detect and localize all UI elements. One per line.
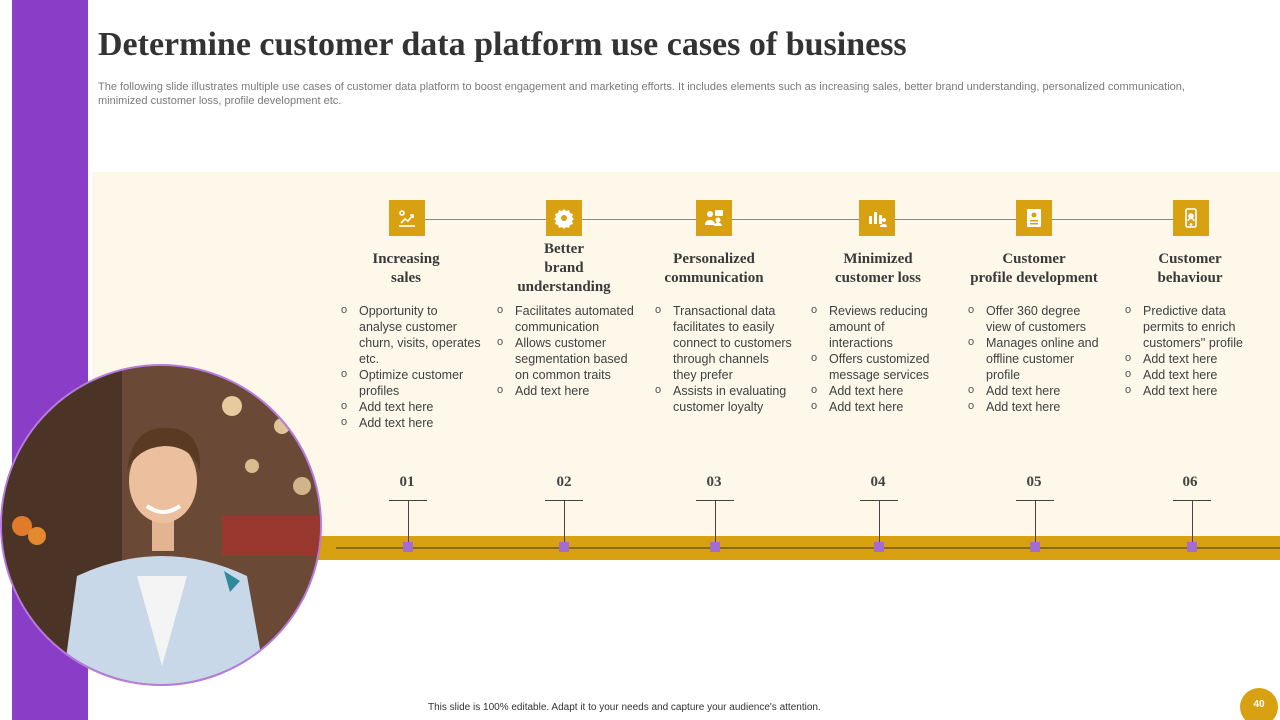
bullet-list-3: Transactional data facilitates to easily… bbox=[655, 302, 795, 415]
icon-connector-line bbox=[407, 219, 1191, 220]
step-stem bbox=[1192, 500, 1193, 542]
timeline-marker bbox=[710, 542, 720, 552]
bullet-list-2: Facilitates automated communication Allo… bbox=[497, 302, 637, 399]
list-item: Add text here bbox=[341, 398, 481, 415]
communication-people-icon bbox=[696, 200, 732, 236]
list-item: Predictive data permits to enrich custom… bbox=[1125, 302, 1260, 351]
step-number-4: 04 bbox=[870, 474, 886, 490]
list-item: Add text here bbox=[497, 382, 637, 399]
list-item: Facilitates automated communication bbox=[497, 302, 637, 335]
list-item: Transactional data facilitates to easily… bbox=[655, 302, 795, 383]
step-number-1: 01 bbox=[399, 474, 415, 490]
step-number-6: 06 bbox=[1182, 474, 1198, 490]
list-item: Manages online and offline customer prof… bbox=[968, 334, 1108, 383]
list-item: Add text here bbox=[811, 398, 951, 415]
analytics-people-icon bbox=[859, 200, 895, 236]
list-item: Add text here bbox=[1125, 366, 1260, 383]
step-stem bbox=[564, 500, 565, 542]
page-number-badge: 40 bbox=[1240, 688, 1278, 720]
list-item: Add text here bbox=[968, 398, 1108, 415]
timeline-marker bbox=[874, 542, 884, 552]
list-item: Offer 360 degree view of customers bbox=[968, 302, 1108, 335]
bullet-list-1: Opportunity to analyse customer churn, v… bbox=[341, 302, 481, 431]
timeline-line bbox=[336, 547, 1280, 549]
step-number-5: 05 bbox=[1026, 474, 1042, 490]
list-item: Add text here bbox=[1125, 382, 1260, 399]
footer-note: This slide is 100% editable. Adapt it to… bbox=[428, 702, 821, 713]
timeline-marker bbox=[1030, 542, 1040, 552]
sales-growth-icon bbox=[389, 200, 425, 236]
slide-title: Determine customer data platform use cas… bbox=[98, 26, 907, 63]
businessman-photo bbox=[0, 364, 322, 686]
bullet-list-6: Predictive data permits to enrich custom… bbox=[1125, 302, 1260, 399]
list-item: Add text here bbox=[341, 414, 481, 431]
step-stem bbox=[879, 500, 880, 542]
timeline-marker bbox=[403, 542, 413, 552]
profile-card-icon bbox=[1016, 200, 1052, 236]
list-item: Allows customer segmentation based on co… bbox=[497, 334, 637, 383]
slide-subtitle: The following slide illustrates multiple… bbox=[98, 81, 1185, 107]
list-item: Add text here bbox=[811, 382, 951, 399]
step-number-2: 02 bbox=[556, 474, 572, 490]
mobile-user-icon bbox=[1173, 200, 1209, 236]
step-stem bbox=[1035, 500, 1036, 542]
list-item: Add text here bbox=[1125, 350, 1260, 367]
list-item: Optimize customer profiles bbox=[341, 366, 481, 399]
step-stem bbox=[408, 500, 409, 542]
list-item: Assists in evaluating customer loyalty bbox=[655, 382, 795, 415]
step-stem bbox=[715, 500, 716, 542]
bullet-list-5: Offer 360 degree view of customers Manag… bbox=[968, 302, 1108, 415]
brand-badge-icon bbox=[546, 200, 582, 236]
list-item: Offers customized message services bbox=[811, 350, 951, 383]
list-item: Add text here bbox=[968, 382, 1108, 399]
timeline-marker bbox=[1187, 542, 1197, 552]
list-item: Opportunity to analyse customer churn, v… bbox=[341, 302, 481, 367]
bullet-list-4: Reviews reducing amount of interactions … bbox=[811, 302, 951, 415]
step-number-3: 03 bbox=[706, 474, 722, 490]
list-item: Reviews reducing amount of interactions bbox=[811, 302, 951, 351]
timeline-marker bbox=[559, 542, 569, 552]
